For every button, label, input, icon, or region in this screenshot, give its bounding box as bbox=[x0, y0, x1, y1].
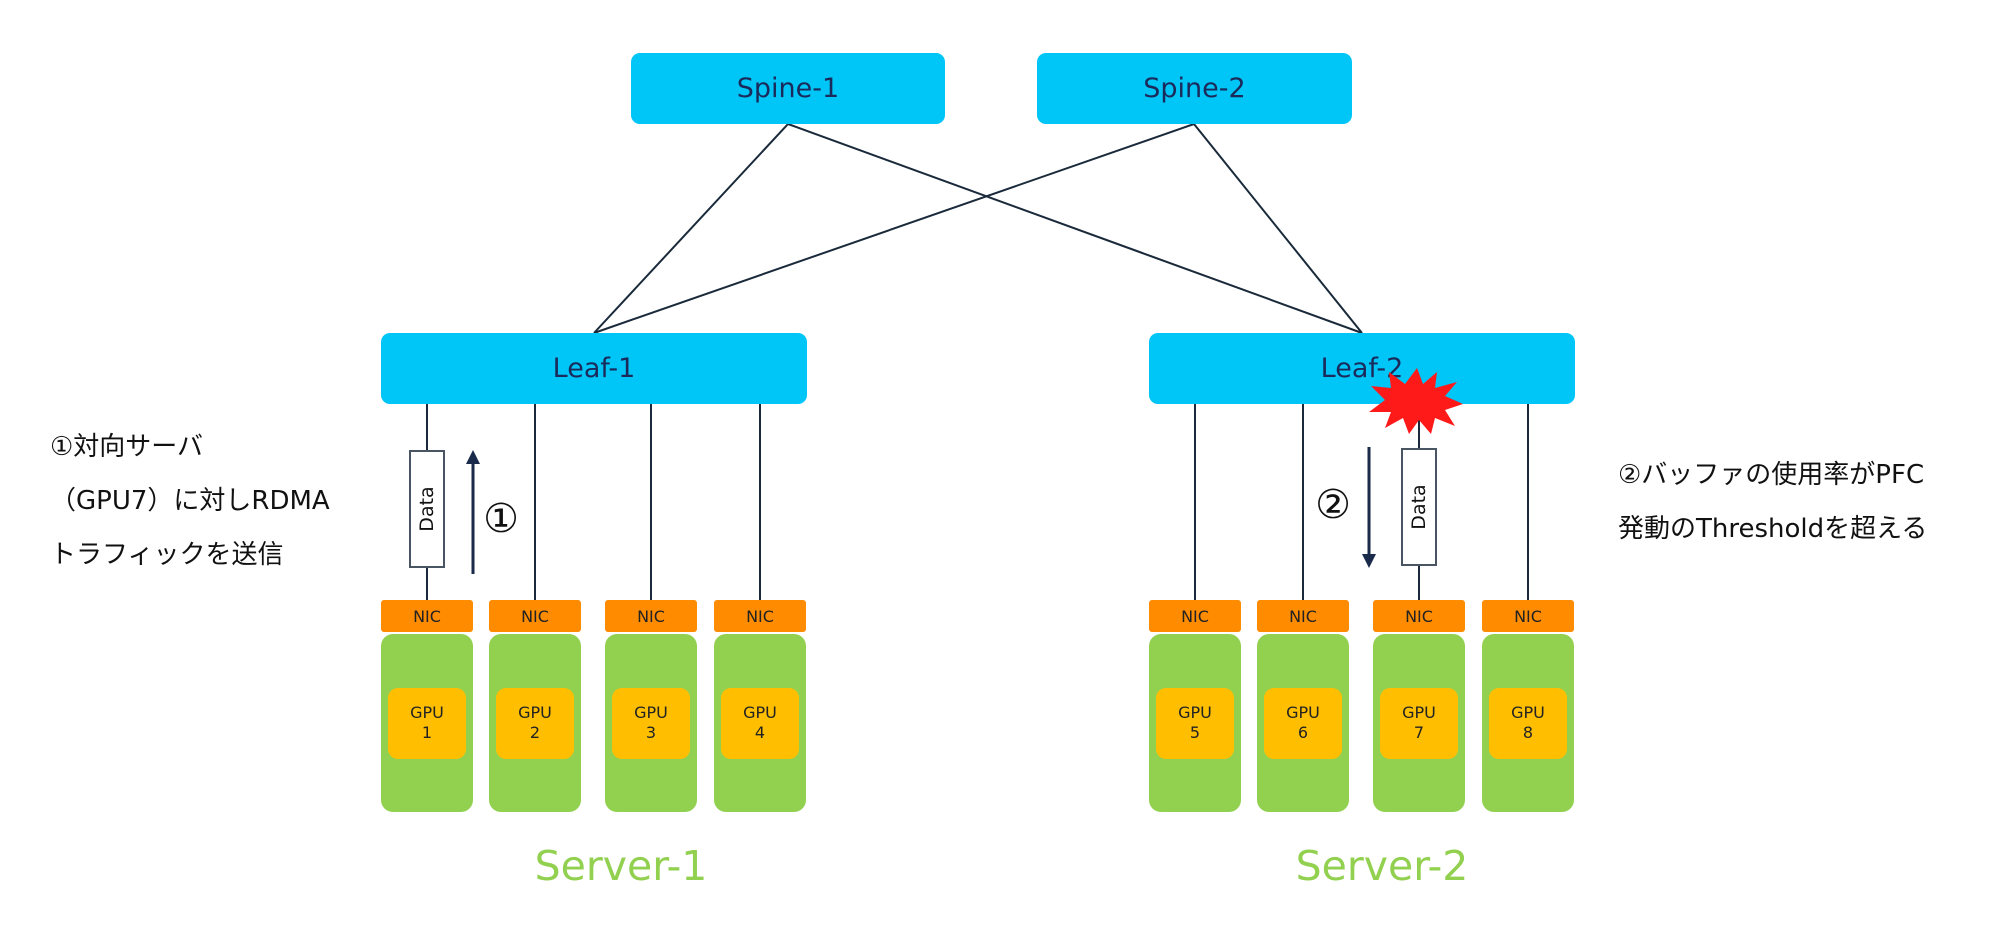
nic-3: NIC bbox=[605, 600, 697, 632]
gpu-6: GPU 6 bbox=[1264, 687, 1342, 759]
data-packet-label: Data bbox=[1408, 484, 1430, 530]
link-spine1-leaf1 bbox=[593, 123, 789, 334]
link-spine2-leaf2 bbox=[1193, 123, 1363, 334]
gpu-1: GPU 1 bbox=[388, 687, 466, 759]
nic-label: NIC bbox=[413, 606, 441, 626]
switch-label: Leaf-1 bbox=[552, 353, 636, 384]
link-spine2-leaf1 bbox=[593, 123, 1195, 334]
nic-label: NIC bbox=[746, 606, 774, 626]
nic-5: NIC bbox=[1149, 600, 1241, 632]
switch-label: Spine-2 bbox=[1143, 73, 1246, 104]
left-annotation: ①対向サーバ （GPU7）に対しRDMA トラフィックを送信 bbox=[50, 432, 330, 570]
leaf-2-switch: Leaf-2 bbox=[1149, 333, 1575, 404]
nic-label: NIC bbox=[521, 606, 549, 626]
gpu-node-2: GPU 2 bbox=[489, 634, 581, 812]
arrow-up-icon bbox=[466, 450, 480, 574]
gpu-5: GPU 5 bbox=[1156, 687, 1234, 759]
nic-7: NIC bbox=[1373, 600, 1465, 632]
nic-6: NIC bbox=[1257, 600, 1349, 632]
nic-4: NIC bbox=[714, 600, 806, 632]
gpu-node-1: GPU 1 bbox=[381, 634, 473, 812]
gpu-node-5: GPU 5 bbox=[1149, 634, 1241, 812]
nic-label: NIC bbox=[1181, 606, 1209, 626]
nic-label: NIC bbox=[1514, 606, 1542, 626]
data-packet-downstream: Data bbox=[1401, 448, 1437, 566]
gpu-3: GPU 3 bbox=[612, 687, 690, 759]
nic-2: NIC bbox=[489, 600, 581, 632]
leaf-1-switch: Leaf-1 bbox=[381, 333, 807, 404]
gpu-node-6: GPU 6 bbox=[1257, 634, 1349, 812]
gpu-node-3: GPU 3 bbox=[605, 634, 697, 812]
gpu-2: GPU 2 bbox=[496, 687, 574, 759]
arrow-down-icon bbox=[1362, 447, 1376, 568]
server-2-label: Server-2 bbox=[1295, 842, 1469, 890]
right-annotation: ②バッファの使用率がPFC 発動のThresholdを超える bbox=[1618, 460, 1928, 544]
switch-label: Spine-1 bbox=[736, 73, 840, 104]
gpu-node-8: GPU 8 bbox=[1482, 634, 1574, 812]
nic-label: NIC bbox=[637, 606, 665, 626]
gpu-node-7: GPU 7 bbox=[1373, 634, 1465, 812]
gpu-7: GPU 7 bbox=[1380, 687, 1458, 759]
gpu-4: GPU 4 bbox=[721, 687, 799, 759]
gpu-node-4: GPU 4 bbox=[714, 634, 806, 812]
switch-label: Leaf-2 bbox=[1320, 353, 1404, 384]
data-packet-upstream: Data bbox=[409, 450, 445, 568]
link-spine1-leaf2 bbox=[787, 123, 1363, 334]
explosion-burst-icon bbox=[1369, 368, 1463, 434]
data-packet-label: Data bbox=[416, 486, 438, 532]
nic-label: NIC bbox=[1289, 606, 1317, 626]
nic-label: NIC bbox=[1405, 606, 1433, 626]
gpu-8: GPU 8 bbox=[1489, 687, 1567, 759]
spine-1-switch: Spine-1 bbox=[631, 53, 945, 124]
nic-8: NIC bbox=[1482, 600, 1574, 632]
nic-1: NIC bbox=[381, 600, 473, 632]
step-2-marker: ② bbox=[1315, 482, 1351, 528]
spine-2-switch: Spine-2 bbox=[1037, 53, 1352, 124]
step-1-marker: ① bbox=[483, 496, 519, 542]
server-1-label: Server-1 bbox=[534, 842, 708, 890]
